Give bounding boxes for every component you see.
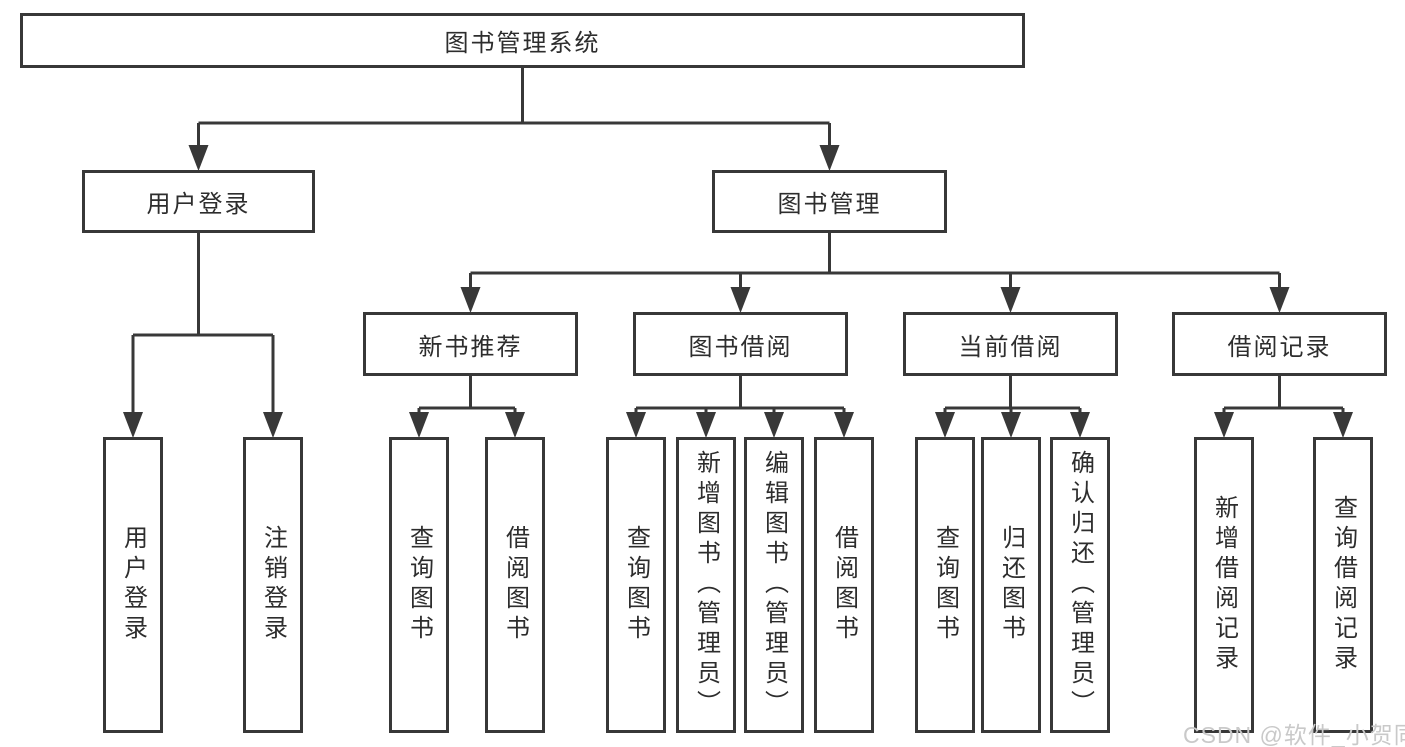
leaf-borrow-borrow-books: 借阅图书 (814, 437, 874, 733)
node-root: 图书管理系统 (20, 13, 1025, 68)
leaf-current-return-books: 归还图书 (981, 437, 1041, 733)
node-new-book-recommend: 新书推荐 (363, 312, 578, 376)
node-book-borrow: 图书借阅 (633, 312, 848, 376)
node-label: 新书推荐 (418, 333, 523, 361)
node-label: 查询图书 (622, 525, 650, 645)
node-label: 图书借阅 (688, 333, 793, 361)
node-book-management: 图书管理 (712, 170, 947, 233)
leaf-logout: 注销登录 (243, 437, 303, 733)
node-label: 图书管理系统 (444, 30, 601, 57)
node-label: 注销登录 (259, 525, 287, 645)
node-label: 当前借阅 (958, 333, 1063, 361)
leaf-borrow-add-books-admin: 新增图书（管理员） (676, 437, 736, 733)
node-label: 查询图书 (931, 525, 959, 645)
leaf-borrow-query-books: 查询图书 (606, 437, 666, 733)
node-label: 查询借阅记录 (1329, 495, 1357, 675)
leaf-current-query-books: 查询图书 (915, 437, 975, 733)
node-label: 归还图书 (997, 525, 1025, 645)
leaf-newbook-query-books: 查询图书 (389, 437, 449, 733)
leaf-borrow-edit-books-admin: 编辑图书（管理员） (744, 437, 804, 733)
node-label: 借阅记录 (1227, 333, 1332, 361)
node-label: 查询图书 (405, 525, 433, 645)
leaf-newbook-borrow-books: 借阅图书 (485, 437, 545, 733)
node-label: 用户登录 (119, 525, 147, 645)
node-label: 借阅图书 (830, 525, 858, 645)
leaf-current-confirm-return-admin: 确认归还（管理员） (1050, 437, 1110, 733)
watermark: CSDN @软件_小贺同学 (1183, 722, 1405, 747)
node-label: 借阅图书 (501, 525, 529, 645)
node-label: 确认归还（管理员） (1066, 450, 1094, 720)
node-label: 用户登录 (146, 191, 251, 218)
node-user-login: 用户登录 (82, 170, 315, 233)
leaf-records-query-record: 查询借阅记录 (1313, 437, 1373, 733)
node-label: 图书管理 (777, 191, 882, 218)
node-borrow-records: 借阅记录 (1172, 312, 1387, 376)
node-label: 编辑图书（管理员） (760, 450, 788, 720)
node-label: 新增图书（管理员） (692, 450, 720, 720)
node-label: 新增借阅记录 (1210, 495, 1238, 675)
node-current-borrow: 当前借阅 (903, 312, 1118, 376)
leaf-records-add-record: 新增借阅记录 (1194, 437, 1254, 733)
leaf-user-login: 用户登录 (103, 437, 163, 733)
